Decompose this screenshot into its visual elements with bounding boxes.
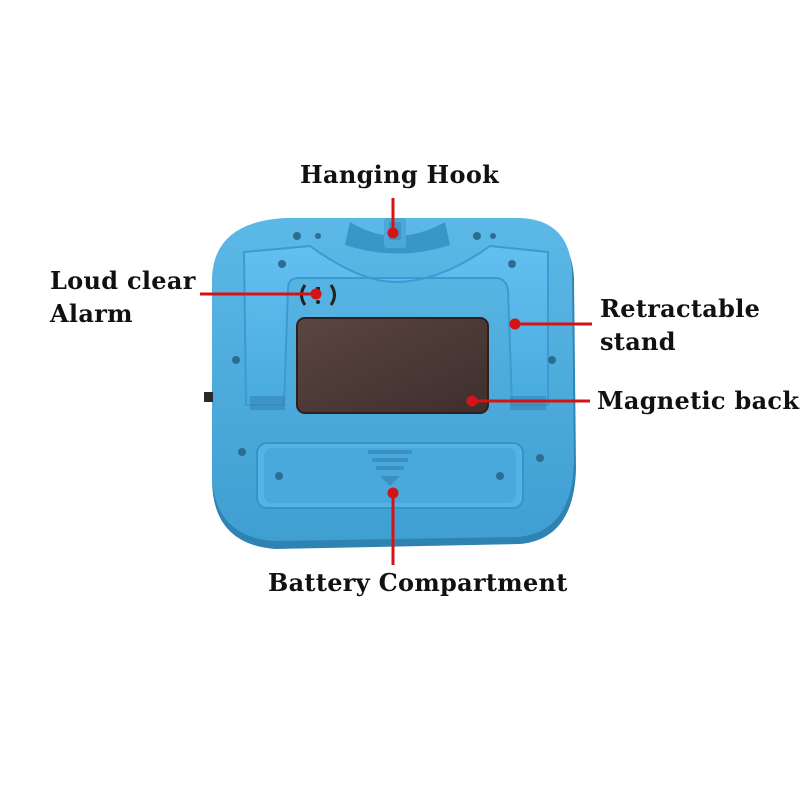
magnetic-back-label: Magnetic back (597, 386, 800, 415)
alarm-label-line2: Alarm (50, 299, 133, 328)
alarm-label-line1: Loud clear (50, 266, 196, 295)
stand-label-line2: stand (600, 327, 676, 356)
callout-pointers (200, 198, 592, 565)
stand-label-line1: Retractable (600, 294, 761, 323)
battery-compartment[interactable] (256, 442, 524, 509)
magnetic-back (296, 317, 489, 414)
hanging-hook-label: Hanging Hook (300, 160, 500, 189)
battery-compartment-label: Battery Compartment (268, 568, 568, 597)
screw-icon (232, 232, 556, 480)
retractable-stand-label: Retractable stand (600, 292, 760, 358)
loud-clear-alarm-label: Loud clear Alarm (50, 264, 196, 330)
side-button (204, 392, 213, 402)
arrow-down-icon (368, 450, 412, 486)
